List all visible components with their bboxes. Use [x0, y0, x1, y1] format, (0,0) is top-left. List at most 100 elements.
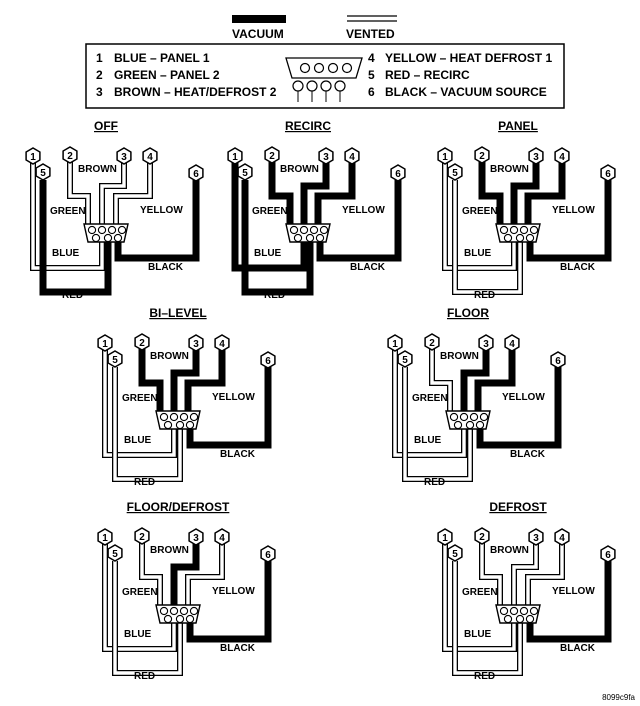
legend-text-4: YELLOW – HEAT DEFROST 1 — [385, 51, 552, 65]
connector-port — [179, 412, 189, 422]
label-blue: BLUE — [254, 248, 282, 259]
port-6-marker — [260, 351, 276, 369]
port-2-marker — [474, 527, 490, 545]
port-6-marker — [600, 164, 616, 182]
port-3-marker — [188, 334, 204, 352]
hose-black-vacuum — [186, 561, 272, 643]
connector-port — [159, 606, 169, 616]
port-2-label: 2 — [269, 151, 275, 162]
port-3-label: 3 — [533, 533, 539, 544]
port-6-label: 6 — [605, 550, 611, 561]
hose-red-vented-core — [113, 367, 182, 481]
port-1-label: 1 — [442, 152, 448, 163]
port-2-marker — [134, 527, 150, 545]
port-6-marker — [600, 545, 616, 563]
port-1-marker — [97, 528, 113, 546]
port-1-label: 1 — [102, 339, 108, 350]
port-1-label: 1 — [102, 533, 108, 544]
port-1-label: 1 — [232, 152, 238, 163]
connector-port — [117, 225, 127, 235]
connector-port — [169, 606, 179, 616]
port-3-label: 3 — [533, 152, 539, 163]
connector-port — [305, 233, 315, 243]
mode-title: RECIRC — [285, 119, 331, 133]
mode-title: DEFROST — [489, 500, 547, 514]
port-4-label: 4 — [509, 339, 515, 350]
hose-brown-vacuum — [170, 349, 200, 415]
port-5-label: 5 — [112, 355, 118, 366]
port-5-label: 5 — [452, 549, 458, 560]
label-yellow: YELLOW — [140, 205, 183, 216]
port-1-marker — [97, 334, 113, 352]
hose-yellow-vacuum — [314, 162, 356, 228]
port-4-marker — [504, 334, 520, 352]
connector-port — [309, 225, 319, 235]
port-3-marker — [188, 528, 204, 546]
label-yellow: YELLOW — [342, 205, 385, 216]
hose-yellow-vacuum — [474, 349, 516, 415]
label-yellow: YELLOW — [212, 586, 255, 597]
connector-port — [103, 233, 113, 243]
connector-port — [175, 420, 185, 430]
hose-red-vented-core — [453, 561, 522, 675]
connector-port — [509, 606, 519, 616]
connector-port — [529, 225, 539, 235]
hose-brown-vacuum — [170, 543, 200, 609]
connector-port — [189, 606, 199, 616]
hose-green-vented-core — [68, 162, 90, 228]
label-green: GREEN — [462, 206, 498, 217]
hose-black-vacuum — [186, 367, 272, 449]
port-2-marker — [424, 333, 440, 351]
label-yellow: YELLOW — [212, 392, 255, 403]
hose-red-vented-core — [113, 561, 182, 675]
vacuum-key-bar — [232, 15, 286, 23]
connector-port — [185, 420, 195, 430]
connector-port — [97, 225, 107, 235]
legend-text-5: RED – RECIRC — [385, 68, 470, 82]
hose-red-vacuum — [39, 180, 112, 296]
port-2-label: 2 — [479, 532, 485, 543]
port-6-label: 6 — [605, 169, 611, 180]
legend-frame — [85, 43, 565, 109]
hose-red-vented-core — [453, 180, 522, 294]
hose-black-vacuum — [476, 367, 562, 449]
label-red: RED — [134, 671, 155, 682]
port-1-label: 1 — [30, 152, 36, 163]
label-green: GREEN — [412, 393, 448, 404]
connector-port — [479, 412, 489, 422]
connector-port — [163, 614, 173, 624]
hose-green-vented-core — [140, 543, 162, 609]
connector-port — [185, 614, 195, 624]
port-4-label: 4 — [219, 339, 225, 350]
label-black: BLACK — [560, 643, 596, 654]
label-green: GREEN — [50, 206, 86, 217]
connector-port — [453, 420, 463, 430]
hose-blue-vented-core — [443, 162, 516, 270]
port-5-marker — [107, 350, 123, 368]
port-1-label: 1 — [442, 533, 448, 544]
hose-blue-vented-core — [393, 349, 466, 457]
legend-text-6: BLACK – VACUUM SOURCE — [385, 85, 547, 99]
hose-black-vacuum — [316, 180, 402, 262]
connector-port — [459, 412, 469, 422]
port-3-label: 3 — [193, 533, 199, 544]
hose-brown-vacuum — [300, 162, 330, 228]
connector-port — [113, 233, 123, 243]
legend-num-2: 2 — [96, 68, 103, 82]
connector-port — [475, 420, 485, 430]
port-3-marker — [528, 528, 544, 546]
hose-black-vacuum — [114, 180, 200, 262]
port-6-label: 6 — [265, 356, 271, 367]
label-black: BLACK — [148, 262, 184, 273]
vented-key-label: VENTED — [346, 27, 395, 41]
label-red: RED — [474, 290, 495, 301]
hose-brown-vacuum — [460, 349, 490, 415]
port-4-marker — [214, 528, 230, 546]
